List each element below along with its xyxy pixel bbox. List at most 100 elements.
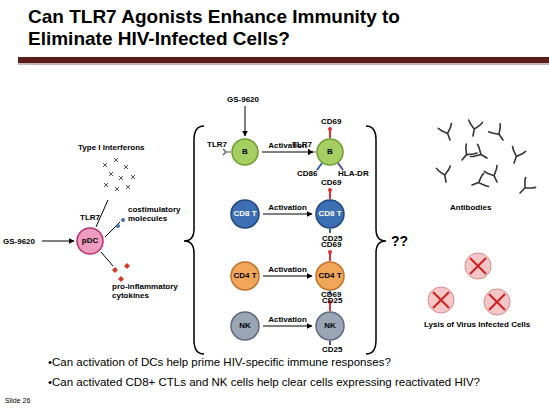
- cd69-marker: [328, 188, 332, 192]
- antibody-symbol: [457, 144, 477, 164]
- product-name: pro-inflammatory cytokines: [112, 282, 202, 300]
- interferon-symbol: [104, 183, 108, 187]
- costimulatory-symbol: [121, 218, 125, 222]
- lysis-cross: [470, 258, 486, 274]
- cell-body: [316, 200, 344, 228]
- lysis-cross: [489, 294, 505, 310]
- cell-name: CD4 T: [317, 272, 343, 280]
- edge-label: Activation: [268, 141, 307, 150]
- cd69-marker: [329, 191, 331, 199]
- cell-name: B: [318, 148, 342, 156]
- activation-arrow: [263, 326, 312, 327]
- antibody-symbol: [471, 144, 491, 164]
- cytokine-symbols: [112, 263, 130, 282]
- cell-text-holder: CD4 T: [317, 272, 343, 280]
- cell-circle: B: [231, 138, 259, 166]
- cell-circle: NK: [315, 311, 345, 341]
- marker-name: CD69: [321, 290, 341, 299]
- antibody-symbol: [437, 166, 453, 183]
- antibody-symbol: [515, 177, 536, 198]
- question-mark: ??: [391, 233, 408, 249]
- infected-cell: [484, 289, 510, 315]
- interferon-symbol: [115, 187, 119, 191]
- cell-text-holder: CD4 T: [232, 272, 258, 280]
- cell-name: CD4 T: [232, 272, 258, 280]
- antibody-symbol: [489, 124, 509, 144]
- outcome-name: Lysis of Virus Infected Cells: [424, 320, 530, 329]
- cell-name: CD8 T: [232, 210, 258, 218]
- receptors: [223, 127, 343, 345]
- interferon-symbol: [119, 176, 123, 180]
- interferon-symbol: [114, 158, 118, 162]
- secretion-line: [101, 252, 113, 266]
- receptor-name: TLR7: [80, 213, 100, 222]
- costimulatory-symbols: [116, 218, 125, 228]
- receptor-name: TLR7: [207, 140, 227, 149]
- interferon-symbol: [103, 163, 107, 167]
- cell-body: [77, 228, 103, 254]
- antibody-symbol: [438, 124, 456, 143]
- tlr7-receptor: [308, 149, 316, 155]
- cytokine-symbol: [118, 276, 124, 282]
- antibody-symbol: [466, 120, 482, 137]
- cell-name: NK: [317, 322, 343, 330]
- antibody-group: [437, 120, 536, 198]
- costimulatory-symbol: [116, 224, 120, 228]
- product-name: costimulatory molecules: [128, 205, 200, 223]
- cd25-marker: [329, 341, 331, 345]
- cytokine-symbol: [112, 267, 118, 273]
- antibody-symbol: [470, 173, 489, 191]
- cd69-marker: [329, 130, 331, 138]
- group-brace: [184, 126, 204, 354]
- cell-text-holder: B: [318, 148, 342, 156]
- cytokine-symbol: [124, 263, 130, 269]
- edge-label: Activation: [268, 315, 307, 324]
- cell-body: [231, 200, 259, 228]
- drug-name: GS-9620: [227, 95, 259, 104]
- antibody-symbol: [484, 165, 503, 185]
- tlr7-receptor: [223, 149, 231, 155]
- cell-text-holder: CD8 T: [232, 210, 258, 218]
- cell-text-holder: NK: [317, 322, 343, 330]
- cell-text-holder: pDC: [78, 237, 102, 245]
- interferon-symbol: [124, 165, 128, 169]
- interferon-symbol: [109, 172, 113, 176]
- agonist-arrow: [245, 106, 246, 136]
- slide-title: Can TLR7 Agonists Enhance Immunity to El…: [28, 6, 468, 50]
- hla-dr-marker: [338, 163, 343, 170]
- marker-name: CD86: [297, 169, 317, 178]
- marker-name: CD69: [321, 178, 341, 187]
- cd86-marker: [317, 163, 322, 170]
- cell-circle: B: [316, 138, 344, 166]
- interferon-symbol: [126, 185, 130, 189]
- cell-body: [232, 139, 258, 165]
- cell-body: [231, 262, 259, 290]
- cell-text-holder: NK: [232, 322, 258, 330]
- marker-name: CD25: [322, 345, 342, 354]
- cell-body: [231, 312, 259, 340]
- cell-name: CD8 T: [317, 210, 343, 218]
- cell-circle: CD4 T: [230, 261, 260, 291]
- title-bar-shadow: [18, 63, 549, 65]
- antibody-symbol: [507, 147, 525, 166]
- title-bar: [18, 57, 549, 63]
- edge-label: Activation: [268, 203, 307, 212]
- marker-name: CD69: [321, 117, 341, 126]
- cd69-marker: [329, 253, 331, 261]
- agonist-arrow: [42, 241, 74, 242]
- product-name: Type I Interferons: [78, 143, 145, 152]
- edge-label: Activation: [268, 265, 307, 274]
- interferon-symbol: [131, 175, 135, 179]
- cell-circle: CD4 T: [315, 261, 345, 291]
- cd69-marker: [328, 250, 332, 254]
- group-brace: [366, 126, 386, 354]
- cell-text-holder: CD8 T: [317, 210, 343, 218]
- slide-number: Slide 26: [5, 397, 30, 405]
- activation-arrow: [263, 276, 312, 277]
- question-bullet: •Can activation of DCs help prime HIV-sp…: [48, 355, 391, 369]
- interferon-symbols: [103, 158, 135, 191]
- infected-cell: [428, 287, 454, 313]
- cell-name: B: [233, 148, 257, 156]
- outcome-name: Antibodies: [450, 203, 491, 212]
